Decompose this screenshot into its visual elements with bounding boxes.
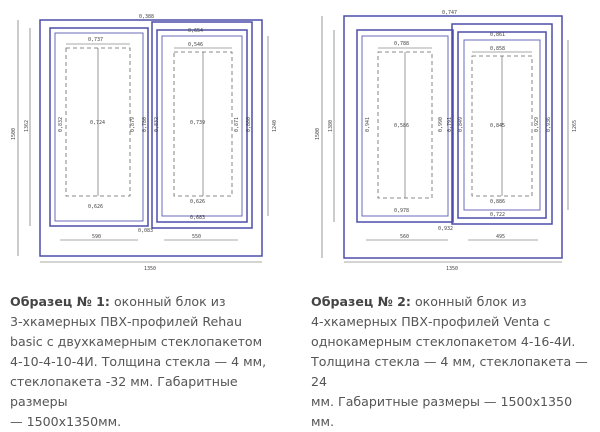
label-right-top-inner: 0,858 — [490, 46, 505, 52]
label-left-side-a: 0,832 — [58, 117, 64, 132]
left-sash-outer — [49, 27, 149, 227]
label-right-top-outer: 0,861 — [490, 32, 505, 38]
right-sash-outer — [451, 23, 553, 225]
caption-line: стеклопакета -32 мм. Габаритные размеры — [10, 374, 238, 409]
caption-line: 3-хкамерных ПВХ-профилей Rehau — [10, 314, 242, 329]
sample-1-caption: Образец № 1: оконный блок из 3-хкамерных… — [10, 292, 295, 432]
label-left-side-a: 0,941 — [365, 117, 371, 132]
label-left-bottom: 0,978 — [394, 208, 409, 214]
window-drawing-sample-1: 0,388 0,737 0,654 0,546 0,724 0,739 0,62… — [0, 0, 290, 272]
label-left-top: 0,788 — [394, 41, 409, 47]
label-right-side-b: 0,936 — [546, 117, 552, 132]
label-right-height: 1265 — [572, 120, 578, 132]
sample-2-caption: Образец № 2: оконный блок из 4-хкамерных… — [311, 292, 596, 432]
label-left-side-b: 0,879 — [130, 117, 136, 132]
left-sash-inner — [54, 32, 144, 222]
left-sash-inner — [361, 35, 449, 217]
label-overall-height: 1500 — [315, 128, 321, 140]
label-right-height: 1240 — [272, 120, 278, 132]
label-bottom-gap: 0,932 — [438, 226, 453, 232]
caption-text: оконный блок из — [414, 294, 527, 309]
label-top-mullion: 0,747 — [442, 10, 457, 16]
label-bottom-right-width: 550 — [192, 234, 201, 240]
label-inner-height: 1380 — [328, 120, 334, 132]
label-bottom-gap: 0,083 — [138, 228, 153, 234]
window-drawing-sample-2: 0,747 0,788 0,861 0,858 0,586 0,845 0,97… — [302, 0, 592, 272]
outer-frame — [39, 19, 263, 257]
label-right-center: 0,739 — [190, 120, 205, 126]
caption-line: 4-хкамерных ПВХ-профилей Venta с — [311, 314, 551, 329]
caption-line: мм. Габаритные размеры — 1500x1350 мм. — [311, 394, 573, 429]
label-bottom-left-width: 590 — [92, 234, 101, 240]
caption-line: Образец № 2: оконный блок из — [311, 292, 596, 312]
window-schematic-2: 0,747 0,788 0,861 0,858 0,586 0,845 0,97… — [315, 10, 578, 272]
label-right-bottom-inner: 0,886 — [490, 199, 505, 205]
label-bottom-left-width: 560 — [400, 234, 409, 240]
right-sash-mid — [457, 31, 547, 219]
label-left-center: 0,586 — [394, 123, 409, 129]
caption-text: оконный блок из — [113, 294, 226, 309]
caption-line: Толщина стекла — 4 мм, стеклопакета — 24 — [311, 354, 588, 389]
right-sash-inner — [161, 35, 243, 217]
caption-line: — 1500x1350мм. — [10, 414, 122, 429]
label-overall-width: 1350 — [446, 266, 458, 272]
right-sash-inner — [463, 39, 541, 211]
sample-title: Образец № 1: — [10, 294, 110, 309]
label-right-bottom-outer: 0,722 — [490, 212, 505, 218]
label-mid-b: 0,849 — [458, 117, 464, 132]
label-inner-height: 1362 — [24, 120, 30, 132]
label-left-side-b: 0,990 — [438, 117, 444, 132]
label-overall-width: 1350 — [144, 266, 156, 272]
label-right-top-outer: 0,654 — [188, 28, 203, 34]
label-left-center: 0,724 — [90, 120, 105, 126]
label-right-bottom-inner: 0,626 — [190, 199, 205, 205]
label-bottom-right-width: 495 — [496, 234, 505, 240]
sample-title: Образец № 2: — [311, 294, 411, 309]
label-right-top-inner: 0,546 — [188, 42, 203, 48]
left-sash-outer — [356, 29, 454, 223]
caption-line: basic с двухкамерным стеклопакетом — [10, 334, 263, 349]
label-top-mullion: 0,388 — [139, 14, 154, 20]
caption-line: Образец № 1: оконный блок из — [10, 292, 295, 312]
outer-frame — [343, 15, 563, 259]
label-right-side-b: 0,880 — [246, 117, 252, 132]
label-right-center: 0,845 — [490, 123, 505, 129]
caption-line: однокамерным стеклопакетом 4-16-4И. — [311, 334, 576, 349]
caption-line: 4-10-4-10-4И. Толщина стекла — 4 мм, — [10, 354, 267, 369]
right-sash-mid — [156, 29, 248, 223]
label-right-bottom-outer: 0,683 — [190, 215, 205, 221]
label-mid-a: 0,791 — [447, 117, 453, 132]
label-left-bottom: 0,626 — [88, 204, 103, 210]
window-schematic-1: 0,388 0,737 0,654 0,546 0,724 0,739 0,62… — [11, 14, 278, 272]
label-overall-height: 1500 — [11, 128, 17, 140]
right-sash-outer — [151, 21, 253, 229]
label-mid-b: 0,832 — [154, 117, 160, 132]
label-right-side-a: 0,929 — [534, 117, 540, 132]
label-right-side-a: 0,871 — [234, 117, 240, 132]
label-mid-a: 0,780 — [142, 117, 148, 132]
label-left-top: 0,737 — [88, 37, 103, 43]
